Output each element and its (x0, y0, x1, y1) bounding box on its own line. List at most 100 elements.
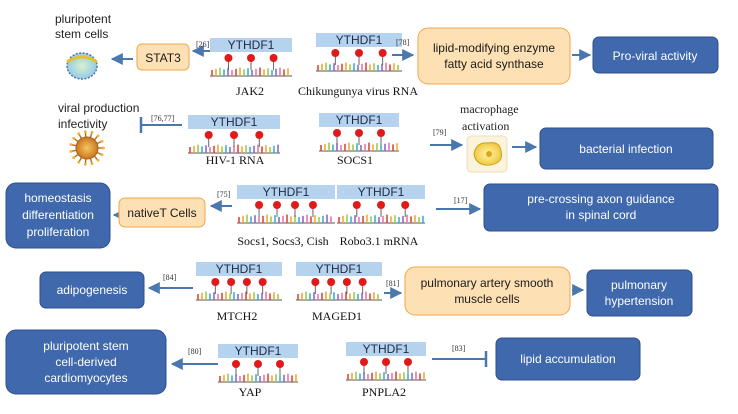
robo-label: Robo3.1 mRNA (340, 234, 419, 248)
m6a-site (211, 278, 220, 286)
ythdf1-band (316, 33, 402, 47)
lipid-accumulation-box (495, 337, 641, 381)
ref-hiv: [76,77] (151, 114, 175, 123)
ph-l1: pulmonary (611, 278, 667, 292)
m6a-site (247, 54, 255, 62)
axon-guidance-l2: in spinal cord (566, 208, 637, 222)
m6a-site (276, 360, 284, 368)
macrophage-l2: activation (462, 119, 509, 133)
ref-mtch2: [84] (163, 273, 177, 282)
cardiomyocytes-l3: cardiomyocytes (44, 371, 127, 385)
lipid-enzyme-l2: fatty acid synthase (444, 57, 544, 71)
nativet-label: nativeT Cells (127, 206, 196, 220)
virus-icon (69, 130, 105, 166)
m6a-site (378, 49, 387, 57)
mrna-icon: YTHDF1 (188, 115, 280, 154)
m6a-site (230, 131, 238, 139)
pasm-box (404, 266, 571, 316)
mrna-icon: YTHDF1 (210, 38, 292, 77)
ythdf1-band (319, 113, 399, 127)
ythdf1-label: YTHDF1 (263, 185, 310, 199)
bacterial-label: bacterial infection (579, 142, 672, 156)
lipid-enzyme-l1: lipid-modifying enzyme (433, 41, 555, 55)
cardiomyocytes-l1: pluripotent stem (43, 339, 128, 353)
stat3-box (136, 43, 190, 71)
m6a-site (269, 54, 278, 62)
ythdf1-label: YTHDF1 (235, 344, 282, 358)
ref-maged1: [81] (386, 279, 400, 288)
homeostasis-box (5, 182, 111, 249)
m6a-site (258, 278, 267, 286)
bacterial-box (539, 127, 714, 170)
m6a-site (355, 129, 363, 137)
mrna-icon: YTHDF1 (218, 344, 298, 383)
m6a-site (342, 278, 351, 286)
ythdf1-band (210, 38, 292, 52)
m6a-site (331, 49, 340, 57)
ref-jak2: [26] (196, 40, 210, 49)
ref-robo: [17] (454, 196, 468, 205)
homeostasis-l3: proliferation (27, 225, 90, 239)
mrna-icon: YTHDF1 (296, 262, 382, 301)
adipogenesis-box (39, 271, 145, 309)
ythdf1-label: YTHDF1 (228, 38, 275, 52)
m6a-site (311, 278, 320, 286)
ref-chik: [78] (396, 38, 410, 47)
chik-label: Chikungunya virus RNA (298, 84, 418, 98)
m6a-site (224, 54, 233, 62)
mrna-icon: YTHDF1 (316, 33, 402, 72)
m6a-site (352, 201, 361, 209)
ph-l2: hypertension (605, 294, 674, 308)
adipogenesis-label: adipogenesis (57, 283, 128, 297)
nativet-box (118, 197, 206, 228)
m6a-site (290, 201, 299, 209)
m6a-site (327, 278, 336, 286)
yap-label: YAP (239, 385, 262, 399)
ref-socs1: [79] (433, 128, 447, 137)
lipid-accumulation-label: lipid accumulation (520, 352, 615, 366)
m6a-site (242, 278, 251, 286)
pasm-l2: muscle cells (454, 292, 519, 306)
macrophage-l1: macrophage (460, 102, 519, 116)
m6a-site (333, 129, 341, 137)
m6a-site (377, 129, 385, 137)
proviral-box (592, 36, 719, 74)
m6a-site (255, 201, 264, 209)
ythdf1-label: YTHDF1 (211, 115, 258, 129)
axon-guidance-box (483, 183, 719, 232)
mrna-icon: YTHDF1 (319, 113, 399, 152)
stem-cells-label-l1: pluripotent (55, 12, 112, 26)
ythdf1-band (237, 185, 335, 199)
m6a-site (404, 358, 412, 366)
m6a-site (255, 131, 264, 139)
ythdf1-label: YTHDF1 (336, 113, 383, 127)
ref-pnpla2: [83] (452, 344, 466, 353)
pasm-l1: pulmonary artery smooth (421, 276, 554, 290)
mrna-icon: YTHDF1 (237, 185, 335, 224)
m6a-site (254, 360, 262, 368)
m6a-site (382, 358, 390, 366)
lipid-enzyme-box (417, 27, 571, 85)
socs-group-label: Socs1, Socs3, Cish (237, 234, 328, 248)
ythdf1-band (337, 185, 425, 199)
ref-socs: [75] (217, 190, 231, 199)
ythdf1-band (196, 262, 282, 276)
ythdf1-band (346, 342, 426, 356)
ythdf1-label: YTHDF1 (336, 33, 383, 47)
viral-production-l1: viral production (58, 101, 139, 115)
ythdf1-label: YTHDF1 (363, 342, 410, 356)
mrna-icon: YTHDF1 (337, 185, 425, 224)
ythdf1-label: YTHDF1 (216, 262, 263, 276)
m6a-site (308, 201, 317, 209)
stem-cells-label-l2: stem cells (55, 27, 108, 41)
axon-guidance-l1: pre-crossing axon guidance (527, 192, 675, 206)
viral-production-l2: infectivity (58, 117, 107, 131)
m6a-site (358, 278, 367, 286)
proviral-label: Pro-viral activity (613, 49, 698, 63)
socs1-label: SOCS1 (337, 153, 373, 167)
m6a-site (227, 278, 236, 286)
maged1-label: MAGED1 (312, 309, 362, 323)
m6a-site (401, 201, 410, 209)
cardiomyocytes-l2: cell-derived (55, 355, 116, 369)
